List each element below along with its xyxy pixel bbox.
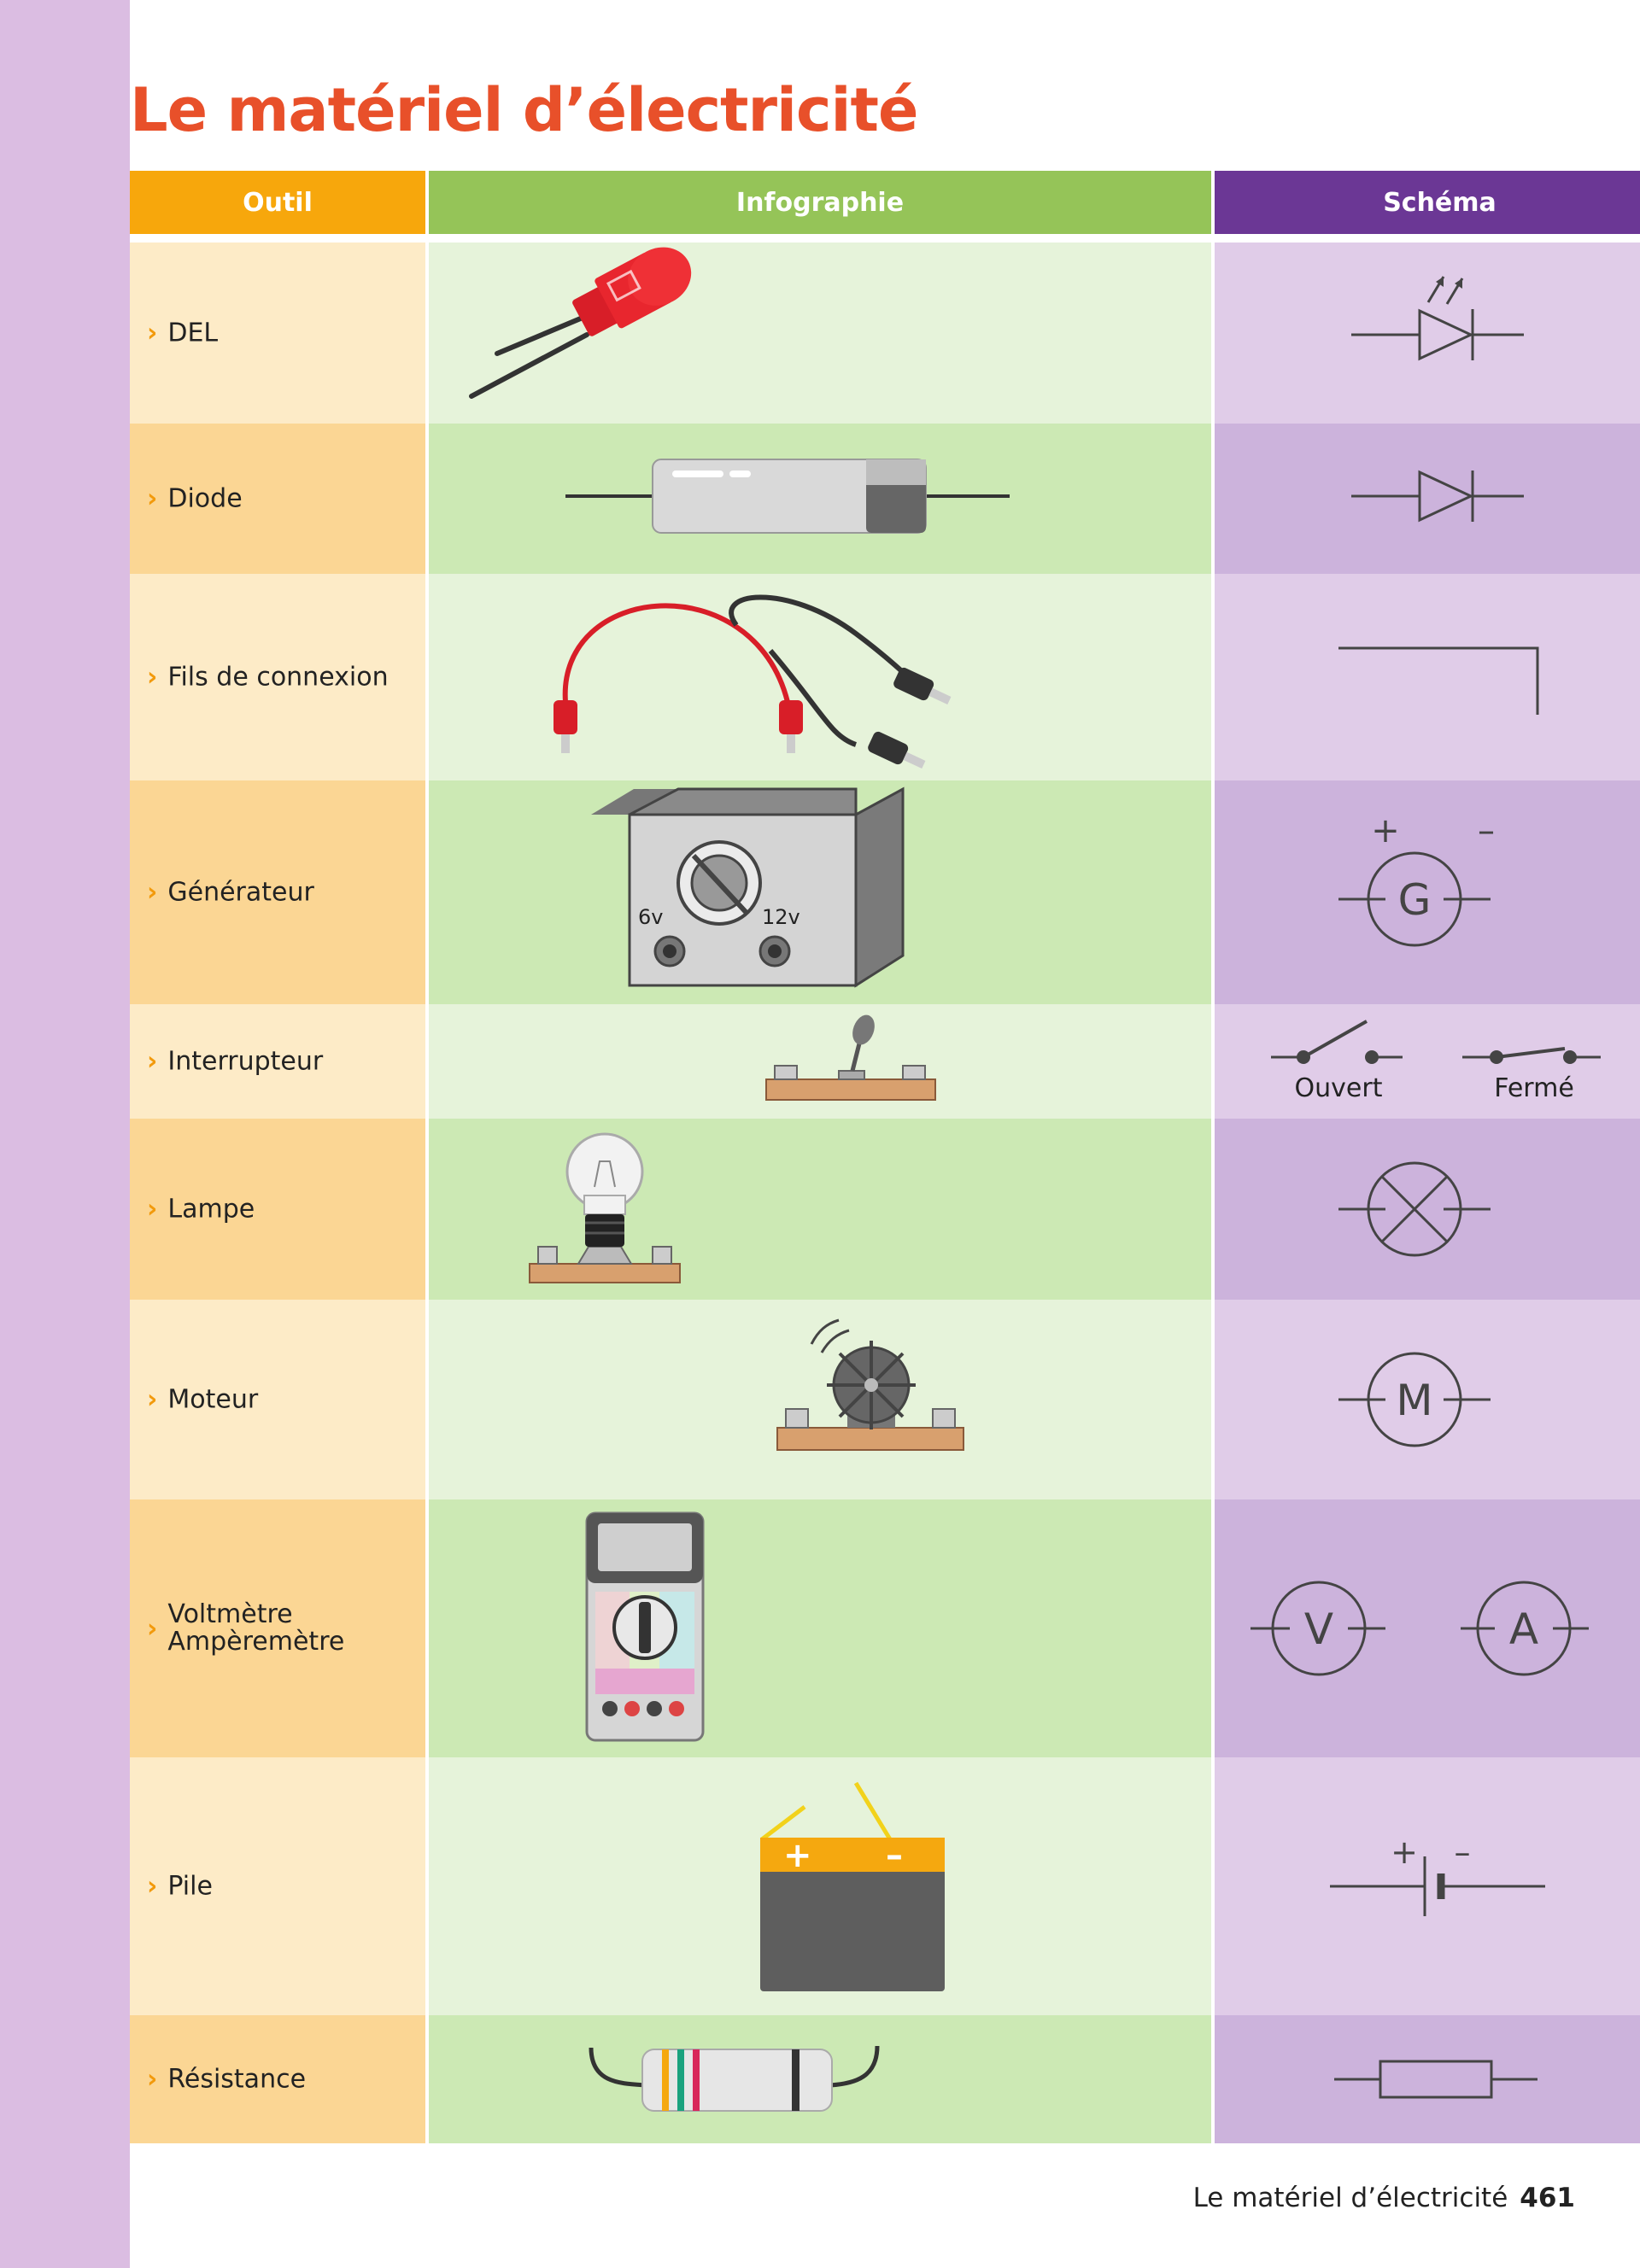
- diode-illustration: [565, 459, 1010, 534]
- svg-text:V: V: [1304, 1605, 1333, 1654]
- chevron-right-icon: ›: [147, 1384, 158, 1415]
- table-row-fils: ›Fils de connexion: [130, 574, 1640, 780]
- chevron-right-icon: ›: [147, 1871, 158, 1902]
- wires-illustration: [554, 594, 952, 769]
- generator-schematic-symbol: G + –: [1338, 811, 1495, 947]
- row-label: ›Fils de connexion: [147, 662, 389, 693]
- row-label: ›DEL: [147, 318, 219, 348]
- svg-text:–: –: [886, 1836, 903, 1875]
- led-illustration: [469, 247, 692, 399]
- table-row-resistance: ›Résistance: [130, 2015, 1640, 2143]
- lamp-schematic-symbol: [1338, 1161, 1491, 1257]
- table-row-generateur: ›Générateur 6v 12v: [130, 780, 1640, 1004]
- row-label: ›Interrupteur: [147, 1046, 324, 1077]
- svg-text:6v: 6v: [638, 905, 663, 929]
- svg-text:A: A: [1509, 1605, 1538, 1654]
- diode-schematic-symbol: [1351, 470, 1524, 523]
- table-row-interrupteur: ›Interrupteur Ouvert: [130, 1004, 1640, 1119]
- svg-text:M: M: [1396, 1376, 1432, 1425]
- chevron-right-icon: ›: [147, 2064, 158, 2095]
- svg-text:G: G: [1398, 875, 1432, 925]
- svg-text:12v: 12v: [762, 905, 800, 929]
- chevron-right-icon: ›: [147, 318, 158, 348]
- header-schema: Schéma: [1215, 171, 1640, 234]
- page-footer: Le matériel d’électricité 461: [1193, 2183, 1575, 2213]
- bulb-illustration: [529, 1132, 681, 1283]
- chevron-right-icon: ›: [147, 1046, 158, 1077]
- table-row-diode: ›Diode: [130, 424, 1640, 574]
- chevron-right-icon: ›: [147, 877, 158, 908]
- row-label: ›Résistance: [147, 2064, 307, 2095]
- switch-illustration: [765, 1014, 936, 1101]
- multimeter-illustration: [585, 1511, 705, 1742]
- table-row-pile: ›Pile + – + –: [130, 1757, 1640, 2015]
- table-row-moteur: ›Moteur: [130, 1300, 1640, 1499]
- motor-illustration: [776, 1318, 964, 1451]
- resistor-illustration: [589, 2045, 880, 2112]
- row-label: › Voltmètre Ampèremètre: [147, 1599, 345, 1657]
- header-outil: Outil: [130, 171, 425, 234]
- table-row-voltmetre-amperemetre: › Voltmètre Ampèremètre: [130, 1499, 1640, 1757]
- battery-illustration: + –: [760, 1781, 945, 1991]
- side-band: [0, 0, 130, 2268]
- generator-illustration: 6v 12v: [591, 786, 905, 988]
- page-number: 461: [1520, 2183, 1575, 2213]
- row-label: ›Moteur: [147, 1384, 259, 1415]
- footer-title: Le matériel d’électricité: [1192, 2183, 1508, 2213]
- svg-text:Fermé: Fermé: [1494, 1073, 1574, 1103]
- battery-schematic-symbol: + –: [1330, 1833, 1545, 1916]
- row-label: ›Diode: [147, 483, 243, 514]
- svg-text:+: +: [1391, 1833, 1418, 1871]
- meter-schematic-symbols: V A: [1250, 1581, 1589, 1676]
- led-schematic-symbol: [1351, 276, 1524, 361]
- svg-text:+: +: [783, 1836, 812, 1875]
- svg-text:–: –: [1455, 1833, 1471, 1871]
- row-label: ›Générateur: [147, 877, 314, 908]
- chevron-right-icon: ›: [147, 662, 158, 693]
- resistor-schematic-symbol: [1334, 2060, 1538, 2099]
- page-title: Le matériel d’électricité: [130, 75, 918, 145]
- chevron-right-icon: ›: [147, 1194, 158, 1225]
- motor-schematic-symbol: M: [1338, 1352, 1491, 1447]
- switch-schematic-symbol: Ouvert Fermé: [1271, 1020, 1601, 1103]
- table-header: Outil Infographie Schéma: [130, 171, 1640, 234]
- chevron-right-icon: ›: [147, 483, 158, 514]
- header-infographie: Infographie: [429, 171, 1211, 234]
- table-row-del: ›DEL: [130, 243, 1640, 424]
- row-label: ›Lampe: [147, 1194, 255, 1225]
- svg-text:–: –: [1478, 811, 1495, 850]
- table-row-lampe: ›Lampe: [130, 1119, 1640, 1300]
- svg-text:Ouvert: Ouvert: [1295, 1073, 1383, 1103]
- row-label: ›Pile: [147, 1871, 213, 1902]
- svg-text:+: +: [1371, 811, 1400, 850]
- chevron-right-icon: ›: [147, 1613, 158, 1644]
- wire-schematic-symbol: [1338, 646, 1539, 715]
